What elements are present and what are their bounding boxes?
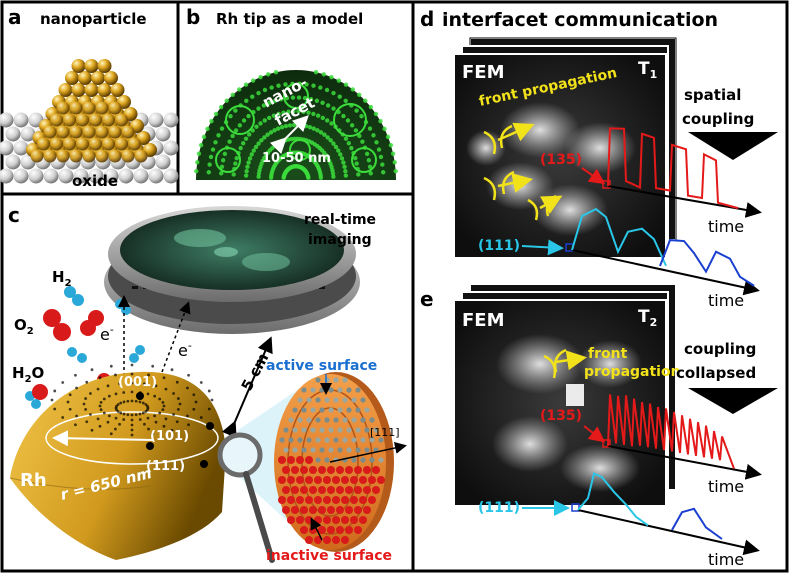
panel-b-title: Rh tip as a model bbox=[216, 10, 363, 28]
panel-e-trace-111-outside bbox=[672, 509, 722, 539]
panel-d-coupling-1: spatial bbox=[684, 86, 741, 104]
panel-d-111-label: (111) bbox=[478, 238, 520, 254]
panel-a-title: nanoparticle bbox=[40, 10, 147, 28]
facet-001-label: (001) bbox=[118, 375, 157, 390]
active-surface-label: active surface bbox=[266, 358, 377, 374]
rh-label: Rh bbox=[20, 470, 47, 491]
panel-d: d interfacet communication FEM T1 front … bbox=[420, 7, 778, 310]
panel-d-coupling-2: coupling bbox=[682, 110, 754, 128]
panel-e-time-axis-2 bbox=[578, 510, 756, 550]
panel-b-letter: b bbox=[186, 5, 200, 29]
panel-e-front-1: front bbox=[588, 346, 628, 362]
bright-spot bbox=[566, 384, 584, 406]
panel-d-135-label: (135) bbox=[540, 152, 582, 168]
h2-label: H2 bbox=[52, 268, 72, 289]
panel-d-title: interfacet communication bbox=[442, 9, 718, 31]
panel-e-coupling-1: coupling bbox=[684, 340, 756, 358]
electron-label-1: e- bbox=[100, 323, 114, 344]
panel-c-letter: c bbox=[8, 203, 20, 227]
panel-e-down-arrow bbox=[688, 388, 778, 414]
panel-a: a nanoparticle oxide bbox=[0, 5, 179, 190]
facet-111-label: (111) bbox=[146, 459, 185, 474]
gold-nanoparticle bbox=[26, 59, 157, 163]
panel-e-coupling-2: collapsed bbox=[676, 364, 756, 382]
panel-d-down-arrow bbox=[688, 132, 778, 160]
panel-d-letter: d bbox=[420, 7, 434, 31]
electron-label-2: e- bbox=[178, 339, 192, 360]
inactive-surface-label: inactive surface bbox=[266, 548, 392, 564]
oxide-label: oxide bbox=[72, 172, 118, 190]
panel-b: b Rh tip as a model nano- facet 10-50 nm bbox=[186, 5, 398, 180]
o2-label: O2 bbox=[14, 316, 34, 337]
imaging-label-2: imaging bbox=[308, 232, 372, 248]
panel-e-letter: e bbox=[420, 287, 434, 311]
panel-a-letter: a bbox=[8, 5, 22, 29]
panel-e-135-label: (135) bbox=[540, 408, 582, 424]
facet-101-label: (101) bbox=[150, 429, 189, 444]
h2o-label: H2O bbox=[12, 364, 44, 385]
imaging-label-1: real-time bbox=[304, 212, 376, 228]
panel-d-fem-label: FEM bbox=[462, 62, 505, 83]
facet-size-label: 10-50 nm bbox=[262, 151, 331, 166]
panel-e-111-label: (111) bbox=[478, 500, 520, 516]
panel-e-time-label-2: time bbox=[708, 550, 744, 569]
panel-d-time-label-1: time bbox=[708, 217, 744, 236]
panel-e-fem-label: FEM bbox=[462, 310, 505, 331]
panel-e-time-label-1: time bbox=[708, 477, 744, 496]
rh-tip-model bbox=[10, 372, 226, 560]
direction-111-label: [111] bbox=[370, 426, 400, 439]
panel-e-front-2: propagation bbox=[584, 364, 681, 380]
panel-c: c real-time imaging H2 O2 H2O e- e- (0 bbox=[8, 203, 404, 564]
panel-e: e FEM T2 front propagation coupling coll… bbox=[420, 284, 778, 569]
magnifier-lens bbox=[220, 435, 260, 475]
panel-d-time-label-2: time bbox=[708, 291, 744, 310]
